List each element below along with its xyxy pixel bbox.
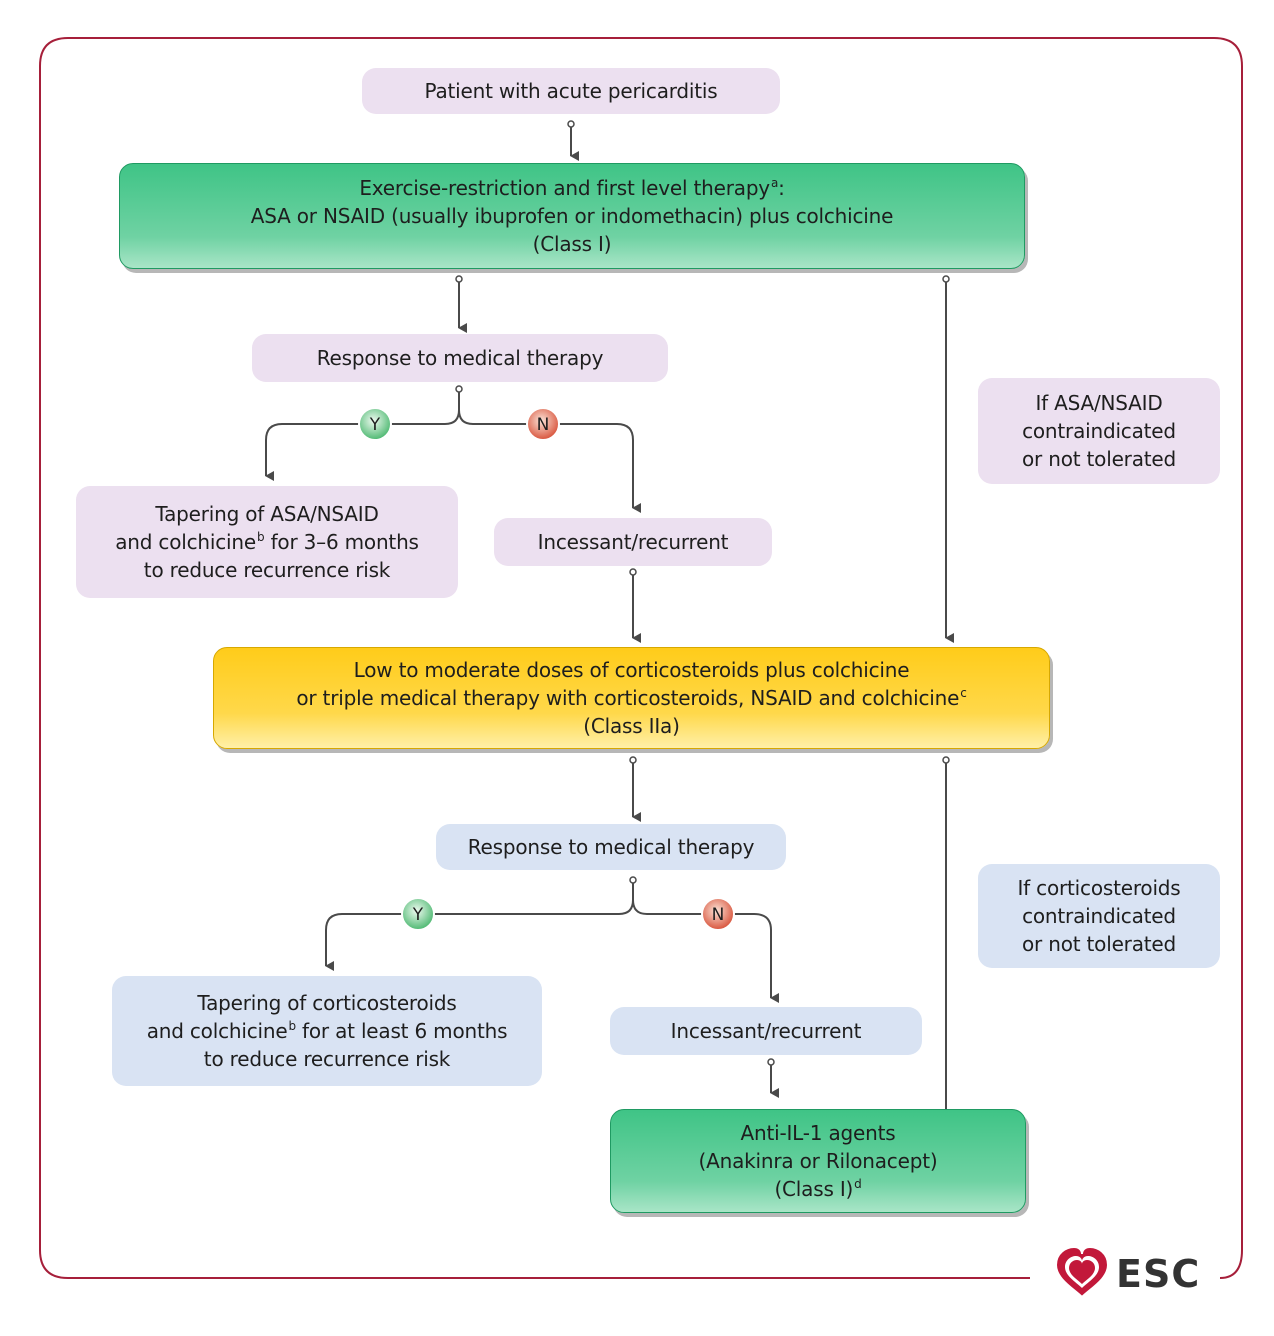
incessant-recurrent-node: Incessant/recurrent: [610, 1007, 922, 1055]
nsaid-contraindicated-node: If ASA/NSAID contraindicated or not tole…: [978, 378, 1220, 484]
yes-badge: Y: [358, 407, 392, 441]
corticosteroids-node: Low to moderate doses of corticosteroids…: [213, 647, 1050, 749]
svg-text:N: N: [712, 905, 725, 925]
response-to-therapy-node: Response to medical therapy: [436, 824, 786, 870]
incessant-recurrent-node: Incessant/recurrent: [494, 518, 772, 566]
tapering-corticosteroids-node: Tapering of corticosteroids and colchici…: [112, 976, 542, 1086]
svg-text:Y: Y: [412, 905, 424, 925]
connector: [325, 882, 634, 971]
connector-dot: [629, 568, 637, 576]
connector-dot: [455, 385, 463, 393]
connector: [458, 409, 641, 513]
tapering-nsaid-node: Tapering of ASA/NSAID and colchicineb fo…: [76, 486, 458, 598]
yes-badge: Y: [401, 897, 435, 931]
connector-dot: [567, 120, 575, 128]
response-to-therapy-node: Response to medical therapy: [252, 334, 668, 382]
svg-text:Y: Y: [369, 415, 381, 435]
connector-dot: [629, 876, 637, 884]
start-node: Patient with acute pericarditis: [362, 68, 780, 114]
esc-logo-text: ESC: [1116, 1252, 1201, 1296]
connector-dot: [455, 275, 463, 283]
outer-frame: [39, 37, 1243, 1279]
connector-dot: [629, 756, 637, 764]
connector-dot: [942, 756, 950, 764]
connector: [632, 899, 779, 1003]
steroids-contraindicated-node: If corticosteroids contraindicated or no…: [978, 864, 1220, 968]
anti-il1-node: Anti-IL-1 agents (Anakinra or Rilonacept…: [610, 1109, 1026, 1213]
no-badge: N: [701, 897, 735, 931]
no-badge: N: [526, 407, 560, 441]
svg-text:N: N: [537, 415, 550, 435]
connector-dot: [767, 1058, 775, 1066]
heart-icon: [1054, 1245, 1110, 1299]
first-level-therapy-node: Exercise-restriction and first level the…: [119, 163, 1025, 269]
connector-dot: [942, 275, 950, 283]
